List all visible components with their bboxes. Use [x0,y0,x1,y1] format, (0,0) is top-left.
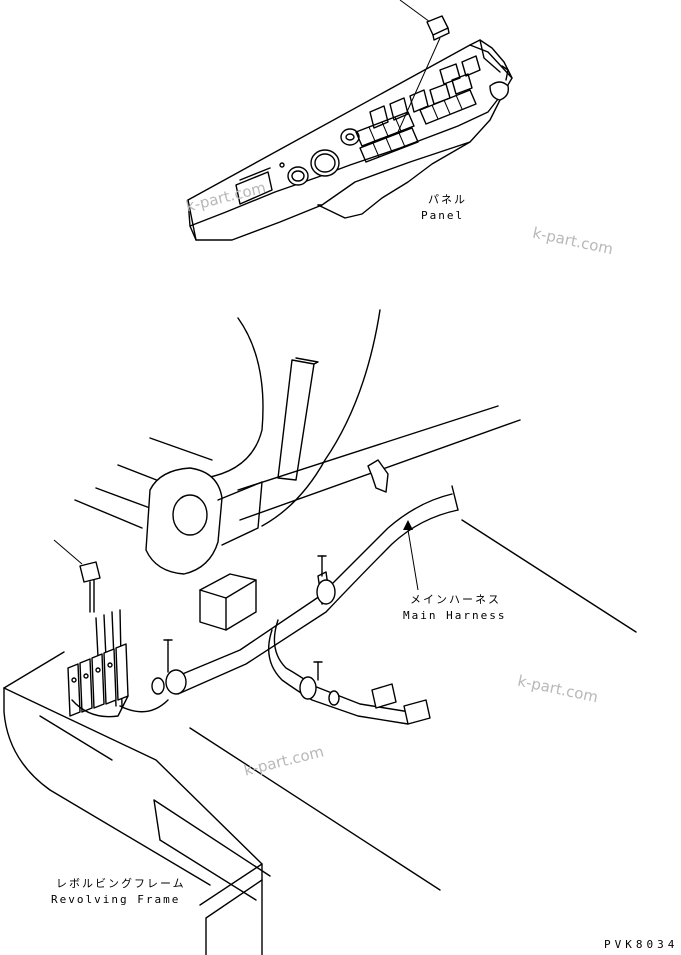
revolving-frame-assembly [3,309,637,955]
frame-label-jp: レボルビングフレーム [56,877,186,890]
panel-assembly [187,0,513,241]
frame-label-en: Revolving Frame [51,893,181,906]
panel-label-jp: パネル [428,193,467,206]
drawing-code: PVK8034 [604,938,679,951]
harness-label-en: Main Harness [403,609,507,622]
panel-label-en: Panel [421,209,465,222]
harness-label-jp: メインハーネス [410,593,501,606]
